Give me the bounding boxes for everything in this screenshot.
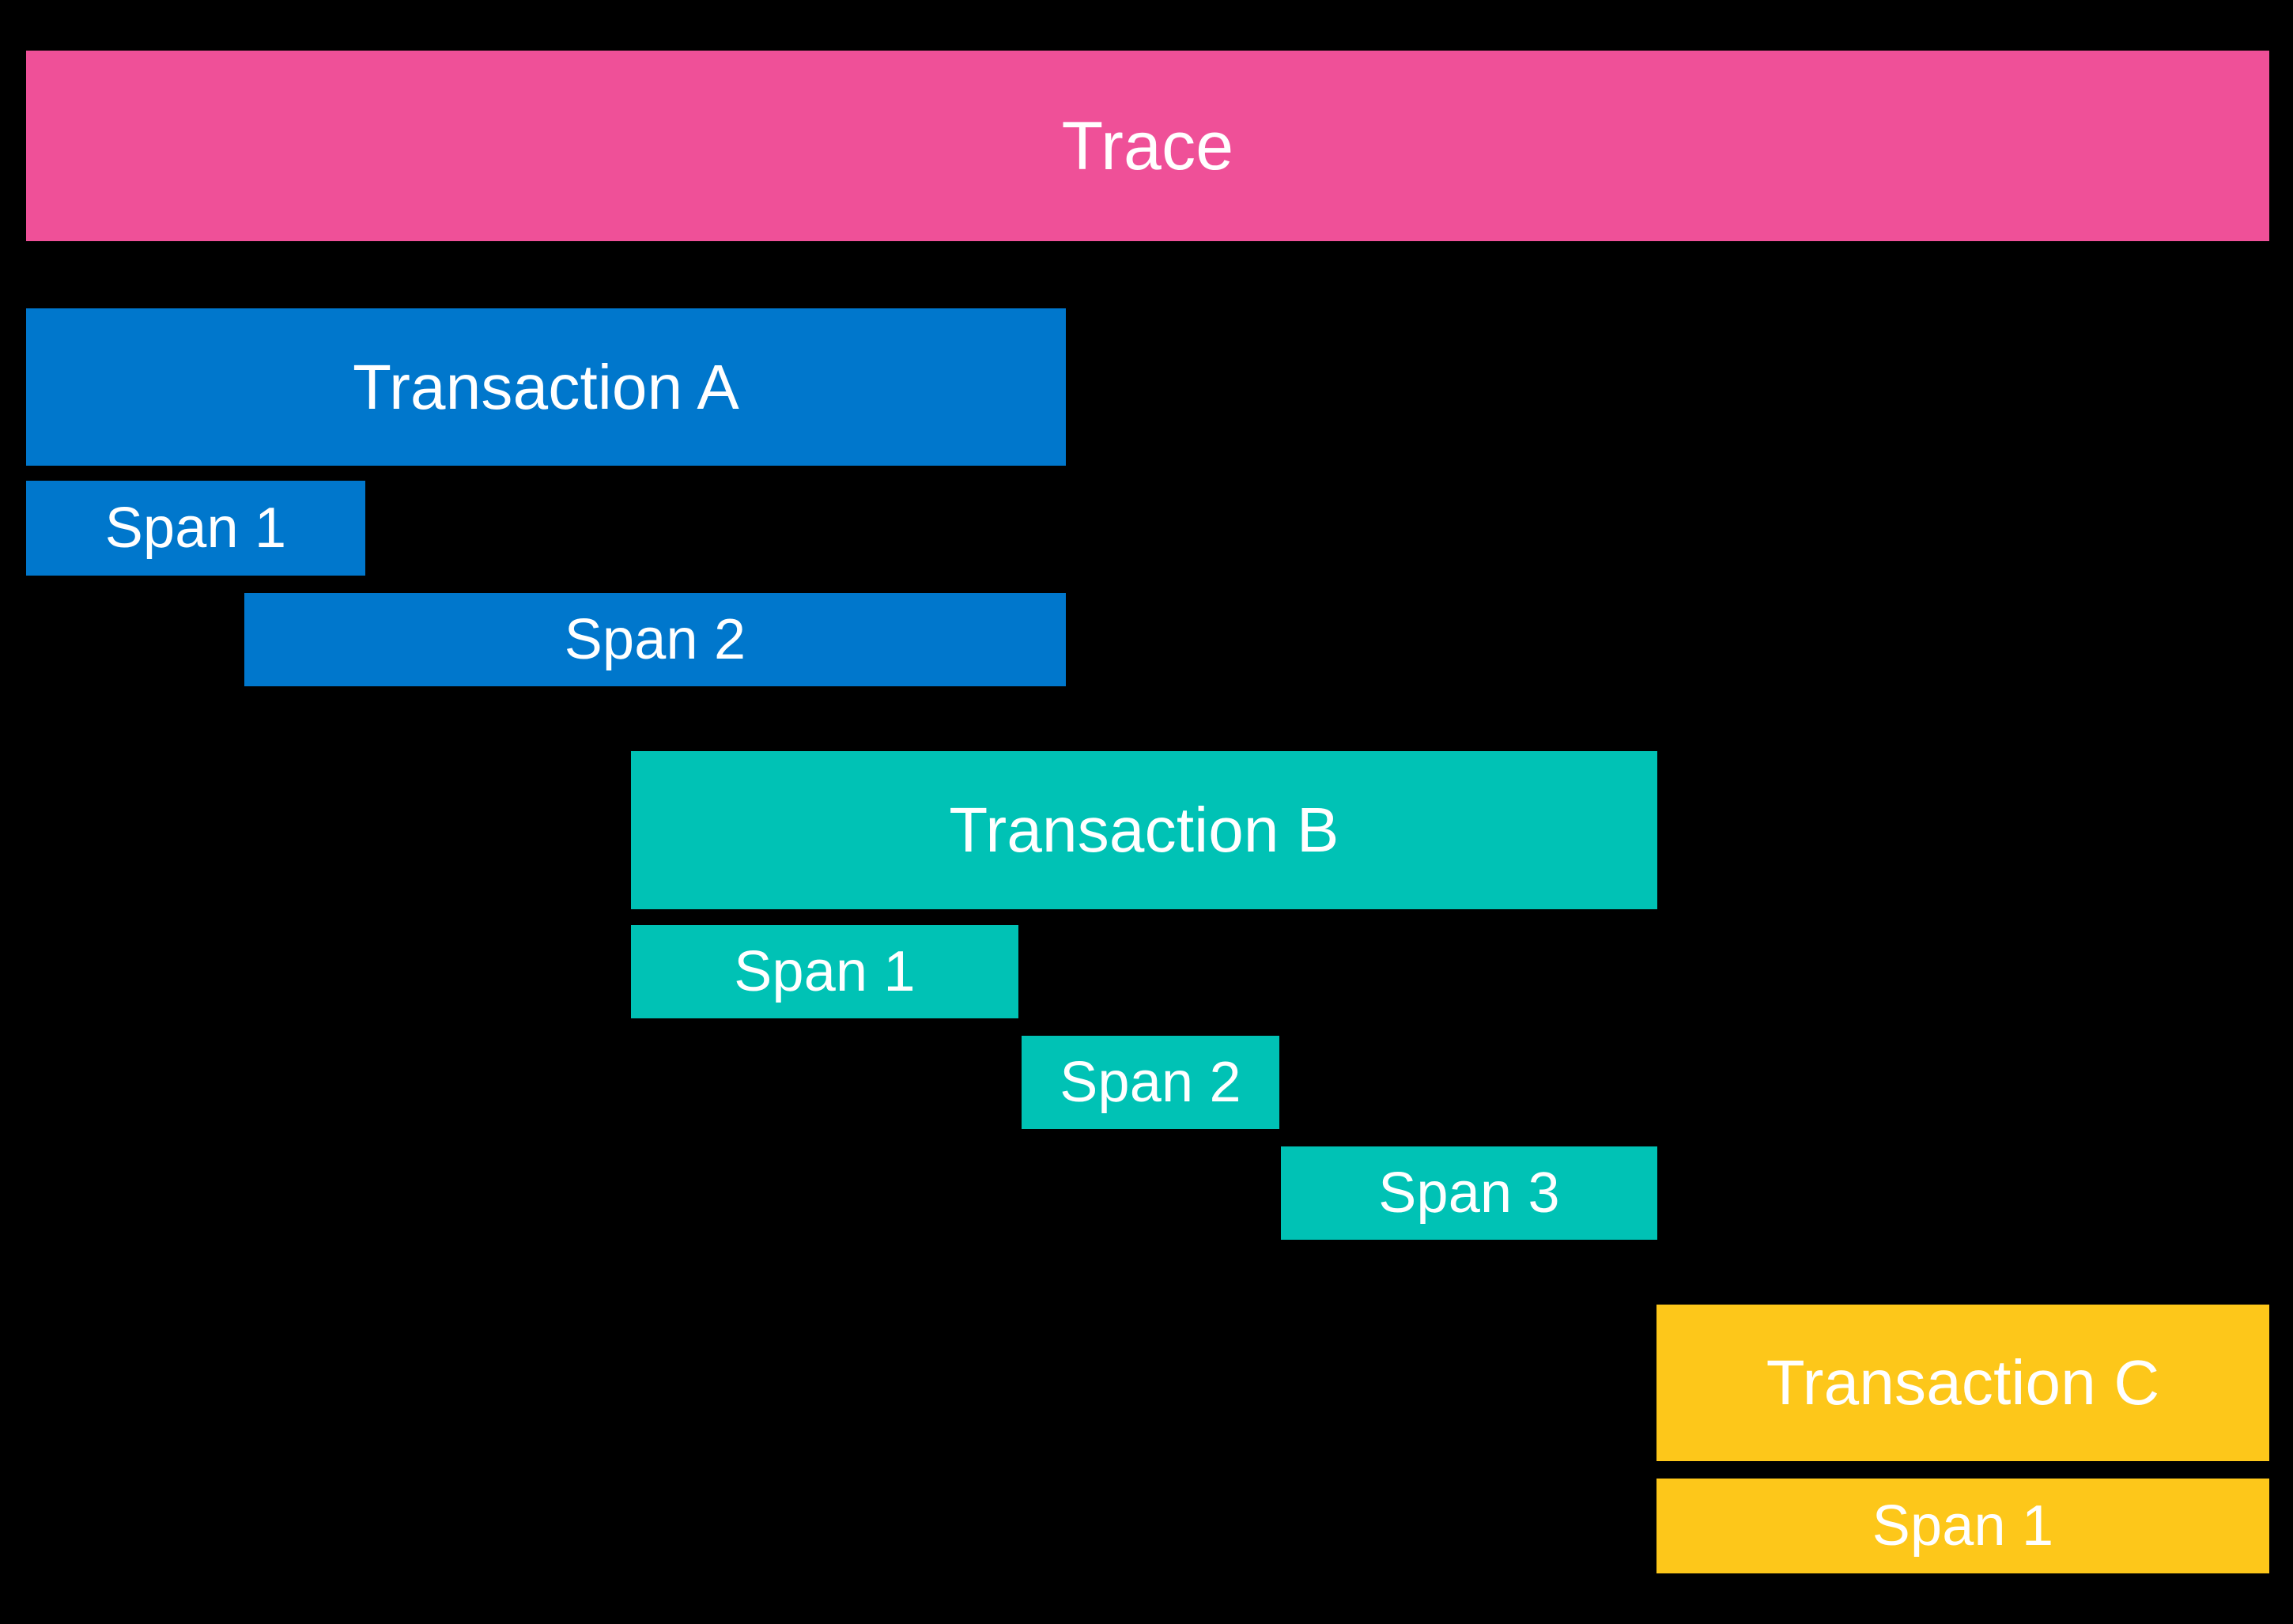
bar-label: Span 3 (1378, 1161, 1560, 1225)
bar-label: Span 1 (104, 497, 287, 560)
bar-transaction-c-span-1: Span 1 (1656, 1479, 2269, 1573)
bar-label: Transaction C (1766, 1347, 2160, 1418)
bar-label: Span 1 (1872, 1494, 2054, 1558)
bar-label: Transaction A (353, 351, 739, 422)
bar-label: Trace (1061, 108, 1234, 184)
bar-transaction-b-span-3: Span 3 (1281, 1146, 1657, 1240)
bar-transaction-a-span-2: Span 2 (244, 593, 1066, 686)
bar-transaction-b-span-2: Span 2 (1022, 1036, 1279, 1129)
bar-label: Transaction B (949, 795, 1339, 865)
bar-trace-trace: Trace (26, 51, 2269, 241)
bar-transaction-b-transaction-b: Transaction B (631, 751, 1657, 909)
bar-label: Span 2 (1060, 1051, 1241, 1114)
bar-label: Span 1 (734, 940, 916, 1003)
bar-transaction-a-span-1: Span 1 (26, 481, 365, 576)
bar-transaction-b-span-1: Span 1 (631, 925, 1018, 1018)
bar-label: Span 2 (564, 608, 746, 671)
bar-transaction-a-transaction-a: Transaction A (26, 308, 1066, 466)
bar-transaction-c-transaction-c: Transaction C (1656, 1305, 2269, 1461)
